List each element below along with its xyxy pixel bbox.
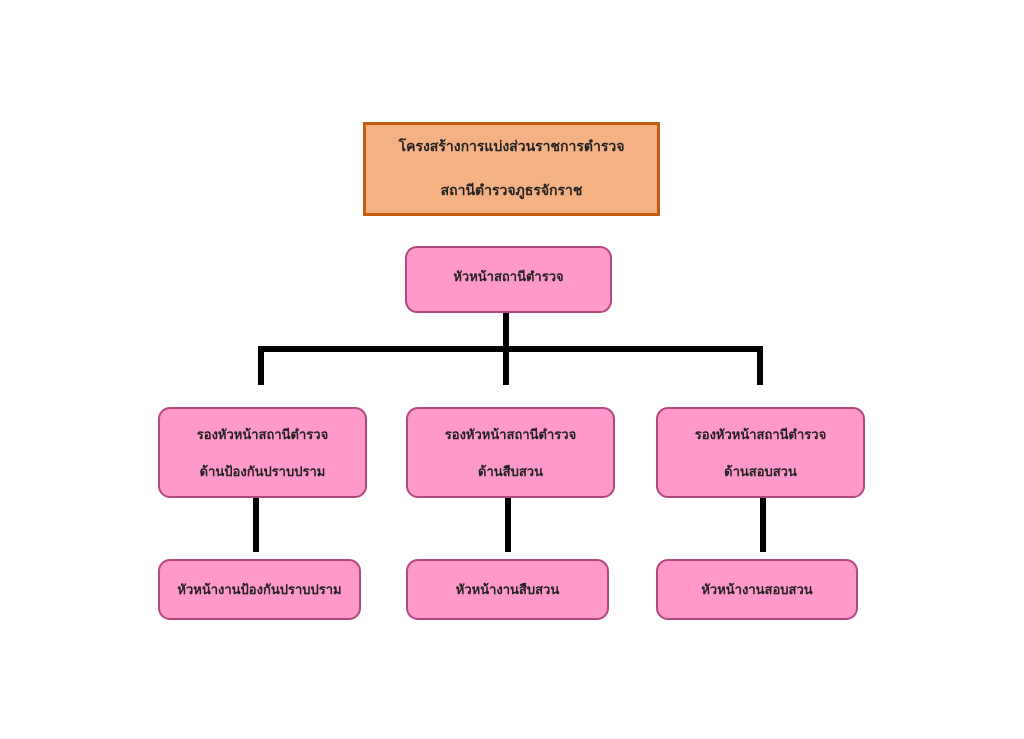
connector-horizontal xyxy=(258,346,763,352)
node-label: หัวหน้าสถานีตำรวจ xyxy=(453,270,564,285)
title-line-1: โครงสร้างการแบ่งส่วนราชการตำรวจ xyxy=(398,139,625,155)
node-sublabel: ด้านป้องกันปราบปราม xyxy=(199,464,326,480)
title-line-2: สถานีตำรวจภูธรจักราช xyxy=(440,183,583,199)
connector-lower-1 xyxy=(253,498,259,552)
connector-drop-3 xyxy=(757,346,763,385)
node-unit-investigation: หัวหน้างานสืบสวน xyxy=(406,559,609,620)
connector-drop-2 xyxy=(503,346,509,385)
chart-title-box: โครงสร้างการแบ่งส่วนราชการตำรวจ สถานีตำร… xyxy=(363,122,660,216)
node-deputy-prevention: รองหัวหน้าสถานีตำรวจ ด้านป้องกันปราบปราม xyxy=(158,407,367,498)
node-station-chief: หัวหน้าสถานีตำรวจ xyxy=(405,246,612,313)
node-unit-prevention: หัวหน้างานป้องกันปราบปราม xyxy=(158,559,361,620)
node-label: หัวหน้างานสอบสวน xyxy=(701,583,813,598)
node-deputy-investigation: รองหัวหน้าสถานีตำรวจ ด้านสืบสวน xyxy=(406,407,615,498)
connector-lower-2 xyxy=(505,498,511,552)
node-deputy-inquiry: รองหัวหน้าสถานีตำรวจ ด้านสอบสวน xyxy=(656,407,865,498)
node-unit-inquiry: หัวหน้างานสอบสวน xyxy=(656,559,858,620)
connector-lower-3 xyxy=(760,498,766,552)
connector-head-down xyxy=(503,313,509,353)
node-label: หัวหน้างานสืบสวน xyxy=(455,583,560,598)
node-label: รองหัวหน้าสถานีตำรวจ xyxy=(694,427,827,443)
node-label: รองหัวหน้าสถานีตำรวจ xyxy=(444,427,577,443)
node-label: รองหัวหน้าสถานีตำรวจ xyxy=(196,427,329,443)
node-sublabel: ด้านสืบสวน xyxy=(478,464,543,480)
node-sublabel: ด้านสอบสวน xyxy=(724,464,797,480)
node-label: หัวหน้างานป้องกันปราบปราม xyxy=(177,583,342,598)
connector-drop-1 xyxy=(258,346,264,385)
